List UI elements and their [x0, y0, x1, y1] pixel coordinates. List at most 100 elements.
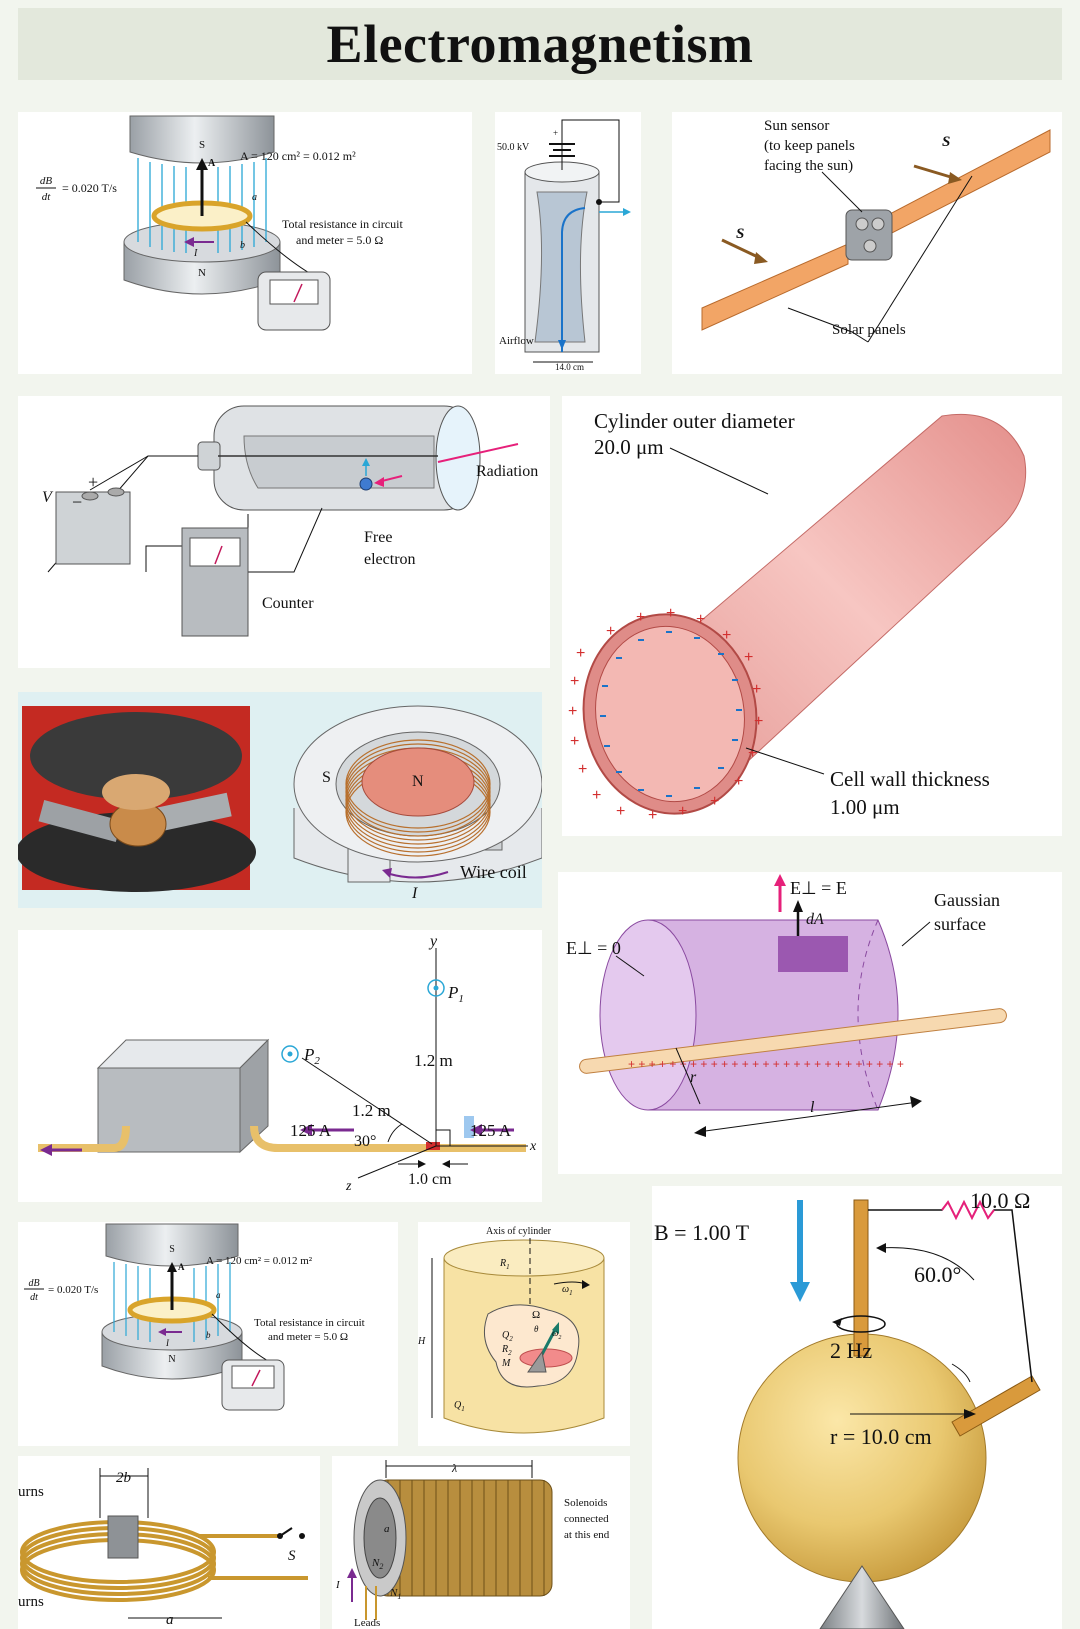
counter-label: Counter	[262, 595, 314, 612]
svg-text:+: +	[710, 793, 719, 810]
svg-text:+: +	[636, 609, 645, 626]
n2-label: N2	[371, 1557, 383, 1571]
point-b-label: b	[206, 1330, 211, 1340]
panel-satellite: Sun sensor (to keep panels facing the su…	[672, 112, 1062, 374]
x-axis-label: x	[529, 1139, 537, 1154]
omega1-letter: ω	[562, 1284, 569, 1295]
vector-s-right: S	[942, 134, 950, 150]
panel-gaussian-surface: + + + + + + + + + + + + + + + + + + + + …	[558, 872, 1062, 1174]
r2-subscript: 2	[508, 1349, 512, 1357]
panel-precipitator: 50.0 kV + Airflow 14.0 cm	[495, 112, 641, 374]
length-label: l	[810, 1099, 815, 1116]
omega2-subscript: 2	[558, 1335, 561, 1341]
side-rod	[951, 1375, 1041, 1437]
svg-text:+: +	[592, 787, 601, 804]
current-label: I	[193, 248, 198, 259]
dbdt-value: = 0.020 T/s	[48, 1284, 98, 1296]
gaussian-line1: Gaussian	[934, 890, 1000, 910]
switch-label: S	[288, 1548, 296, 1564]
leads-label: Leads	[354, 1617, 380, 1629]
voltage-label: 50.0 kV	[497, 142, 530, 153]
two-b-label: 2b	[116, 1470, 132, 1486]
plus-label: +	[553, 128, 558, 138]
svg-text:+: +	[722, 627, 731, 644]
panel-faraday-loop-top: S N A I a b A = 120 cm² = 0.012 m² dB dt…	[18, 112, 472, 374]
svg-text:+: +	[754, 713, 763, 730]
outer-diameter-line1: Cylinder outer diameter	[594, 409, 795, 433]
magnet-core	[361, 747, 475, 817]
dbdt-numerator: dB	[40, 175, 53, 187]
vector-a-label: A	[208, 158, 216, 169]
gaussian-surface-diagram: + + + + + + + + + + + + + + + + + + + + …	[566, 874, 1007, 1137]
free-electron	[359, 477, 373, 491]
airflow-label: Airflow	[499, 335, 534, 347]
vector-s-left: S	[736, 226, 744, 242]
small-coil	[107, 1515, 139, 1559]
current-right-label: 125 A	[470, 1121, 512, 1140]
resistor-symbol	[941, 1199, 995, 1221]
resistance-line1: Total resistance in circuit	[282, 217, 403, 231]
panel-speaker: S N Wire coil I	[18, 692, 542, 908]
p1-subscript: 1	[458, 993, 464, 1005]
radius-a-label: a	[166, 1612, 174, 1628]
svg-text:+: +	[748, 745, 757, 762]
point-p1-marker	[427, 979, 445, 997]
current-label: I	[411, 885, 418, 902]
panel-concentric-loops: urns urns 2b a S	[18, 1456, 320, 1629]
rotating-cylinder-diagram: Axis of cylinder R1 Ω ω1 θ ω2 Q2 R2 M H …	[418, 1226, 605, 1434]
point-b-label: b	[240, 240, 245, 251]
pole-n-label: N	[168, 1354, 175, 1365]
solar-panel-left	[701, 243, 849, 331]
faraday-loop-diagram: S N A I a b A = 120 cm² = 0.012 m² dB dt…	[36, 115, 403, 331]
svg-text:+: +	[648, 807, 657, 824]
pole-s-label: S	[169, 1244, 175, 1255]
da-label: dA	[806, 911, 824, 928]
concentric-loops-diagram: urns urns 2b a S	[18, 1468, 308, 1628]
svg-text:+ + + + + + + + + + + + + + +: + + + + + + + + + + + + + + + + + + + + …	[628, 1057, 904, 1071]
connected-line1: Solenoids	[564, 1497, 607, 1509]
svg-text:+: +	[616, 803, 625, 820]
connected-line3: at this end	[564, 1529, 610, 1541]
title-bar: Electromagnetism	[18, 8, 1062, 80]
sun-sensor-line3: facing the sun)	[764, 158, 853, 174]
q2-letter: Q	[502, 1330, 510, 1341]
point-a-label: a	[216, 1290, 221, 1300]
area-label: A = 120 cm² = 0.012 m²	[240, 149, 356, 163]
pole-s-label: S	[322, 769, 331, 786]
q2-label: Q2	[502, 1330, 513, 1343]
battery-minus: −	[72, 492, 82, 512]
wall-thickness-line1: Cell wall thickness	[830, 767, 990, 791]
q1-label: Q1	[454, 1400, 465, 1413]
wire-conductor	[250, 1125, 526, 1152]
diameter-label: 14.0 cm	[555, 362, 584, 372]
point-p2-marker	[281, 1045, 299, 1063]
omega2-label: ω2	[552, 1328, 561, 1341]
panel-solenoids: λ a N2 N1 I Leads Solenoids connected at…	[332, 1456, 630, 1629]
y-axis-label: y	[428, 933, 438, 950]
theta-label: θ	[534, 1324, 539, 1334]
turns-bottom-label: urns	[18, 1594, 44, 1610]
inner-charges	[600, 631, 742, 797]
precipitator-diagram: 50.0 kV + Airflow 14.0 cm	[497, 119, 631, 372]
poynting-arrow-right	[913, 164, 955, 180]
sun-sensor-line1: Sun sensor	[764, 118, 829, 134]
omega-big-label: Ω	[532, 1309, 540, 1321]
point-p1-label: P1	[447, 983, 464, 1005]
angle-label: 60.0°	[914, 1262, 961, 1287]
solar-panels-label: Solar panels	[832, 322, 906, 338]
dbdt-numerator: dB	[28, 1278, 39, 1289]
omega1-label: ω1	[562, 1284, 573, 1297]
panel-charged-cylinder: +++++ +++++ +++++ +++++ Cylinder outer d…	[562, 396, 1062, 836]
solenoids-diagram: λ a N2 N1 I Leads Solenoids connected at…	[335, 1460, 610, 1629]
charged-cylinder-diagram: +++++ +++++ +++++ +++++ Cylinder outer d…	[568, 409, 1027, 824]
angle-label: 30°	[354, 1133, 376, 1150]
e-perp-zero: E⊥ = 0	[566, 938, 621, 958]
current-left-label: 125 A	[290, 1121, 332, 1140]
satellite-body	[845, 209, 893, 261]
radius-label: r	[690, 1069, 697, 1086]
outer-charges: +++++ +++++ +++++ +++++	[568, 605, 763, 824]
svg-text:+: +	[696, 611, 705, 628]
radiation-label: Radiation	[476, 463, 538, 480]
a-label: a	[384, 1523, 390, 1535]
b-field-label: B = 1.00 T	[654, 1220, 750, 1245]
